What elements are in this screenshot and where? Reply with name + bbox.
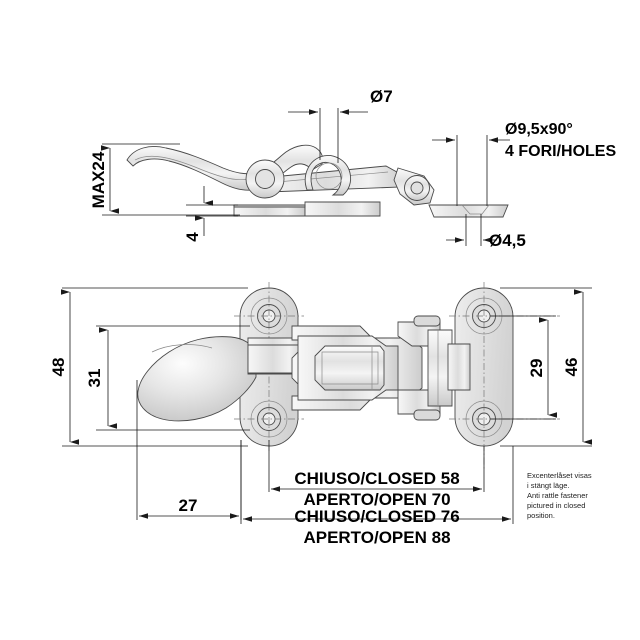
dim-31: 31 <box>85 325 250 431</box>
dim-46-label: 46 <box>562 358 581 377</box>
dim-48: 48 <box>49 287 248 447</box>
plan-view: 48 31 29 46 <box>49 282 592 547</box>
note-line-1: Excenterlåset visas <box>527 471 592 480</box>
dim-counterbore: Ø9,5x90° 4 FORI/HOLES <box>432 121 616 206</box>
dim-open-overall-label: APERTO/OPEN 88 <box>303 528 450 547</box>
dim-27-label: 27 <box>179 496 198 515</box>
note-line-5: position. <box>527 511 555 520</box>
side-pivot-boss <box>245 159 285 199</box>
dim-holes-count-label: 4 FORI/HOLES <box>505 143 616 160</box>
dim-pivot-hole: Ø7 <box>288 87 393 163</box>
dim-counterbore-label: Ø9,5x90° <box>505 121 573 138</box>
dim-48-label: 48 <box>49 358 68 377</box>
dim-through-hole-label: Ø4,5 <box>489 231 526 250</box>
dim-31-label: 31 <box>85 369 104 388</box>
dim-pivot-hole-label: Ø7 <box>370 87 393 106</box>
dim-through-hole: Ø4,5 <box>446 214 526 250</box>
plan-handle-knob <box>137 336 257 422</box>
plan-latch-body <box>291 325 423 411</box>
dim-29: 29 <box>490 315 557 420</box>
side-right-bracket <box>393 167 435 206</box>
dim-open-inner-label: APERTO/OPEN 70 <box>303 490 450 509</box>
note-line-4: pictured in closed <box>527 501 585 510</box>
note-line-3: Anti rattle fastener <box>527 491 588 500</box>
dim-max24: MAX24 <box>89 143 240 216</box>
side-base-plate <box>233 201 381 217</box>
closed-position-note: Excenterlåset visas i stängt läge. Anti … <box>527 471 592 520</box>
dim-inner-span: CHIUSO/CLOSED 58 APERTO/OPEN 70 <box>268 440 485 509</box>
dim-overall-span: CHIUSO/CLOSED 76 APERTO/OPEN 88 <box>240 440 514 547</box>
plan-hinge-shaft <box>447 343 471 391</box>
dim-base-thickness: 4 <box>183 186 238 242</box>
plan-hinge-knuckles <box>397 315 453 421</box>
side-elevation-view: MAX24 4 Ø7 <box>89 87 616 250</box>
dim-46: 46 <box>500 287 592 447</box>
dim-closed-overall-label: CHIUSO/CLOSED 76 <box>294 507 459 526</box>
note-line-2: i stängt läge. <box>527 481 570 490</box>
dim-29-label: 29 <box>527 359 546 378</box>
side-strike-plate <box>428 204 509 218</box>
dim-max24-label: MAX24 <box>89 151 108 208</box>
dim-base-thickness-label: 4 <box>183 232 202 242</box>
dim-closed-inner-label: CHIUSO/CLOSED 58 <box>294 469 459 488</box>
